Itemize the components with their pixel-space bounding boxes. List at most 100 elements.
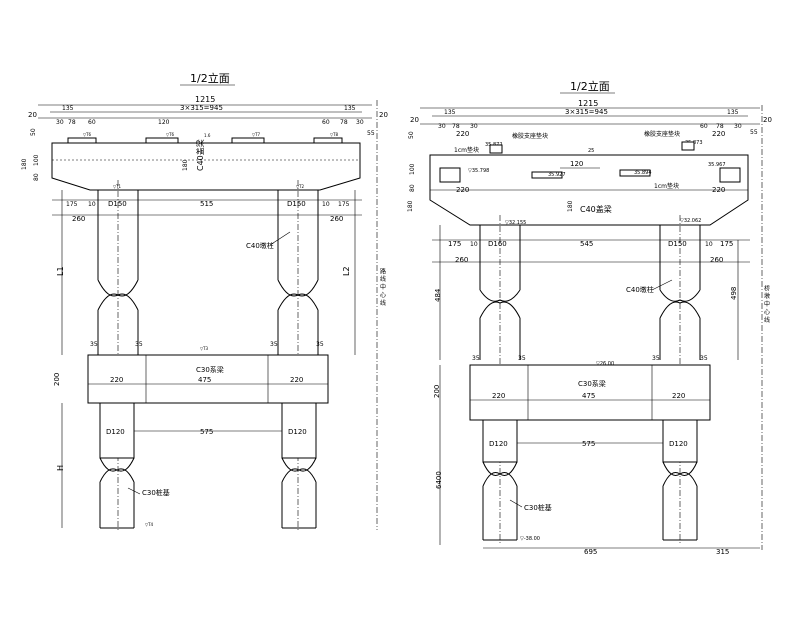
right-column-label: C40墩柱 bbox=[626, 285, 654, 294]
right-dim-260-l: 260 bbox=[455, 256, 468, 264]
right-dim-10-r: 10 bbox=[705, 241, 713, 248]
left-dim-200: 200 bbox=[53, 373, 61, 386]
right-col-d-l: D160 bbox=[488, 240, 507, 248]
right-elev-mid: 35.894 bbox=[634, 170, 652, 176]
right-dim-498: 498 bbox=[730, 287, 738, 300]
right-dim-180-mid: 180 bbox=[567, 200, 574, 212]
right-dim-50: 50 bbox=[408, 131, 415, 139]
left-pile-label: C30桩基 bbox=[142, 488, 170, 497]
left-elev-16: 1.6 bbox=[204, 133, 211, 138]
left-column-label: C40墩柱 bbox=[246, 241, 274, 250]
right-block-label: 1cm垫块 bbox=[454, 146, 479, 154]
left-elev-t6b: ▽T6 bbox=[166, 132, 175, 137]
left-dim-175: 175 bbox=[66, 201, 78, 208]
right-dim-10-l: 10 bbox=[470, 241, 478, 248]
right-center-note: 桥 墩 中 心 线 bbox=[763, 284, 770, 323]
left-dim-135-l: 135 bbox=[62, 105, 74, 112]
left-dim-180-mid: 180 bbox=[182, 159, 189, 171]
right-dim-120: 120 bbox=[570, 160, 583, 168]
right-dim-180: 180 bbox=[407, 200, 414, 212]
right-pile-label: C30桩基 bbox=[524, 503, 552, 512]
right-dim-20-l: 20 bbox=[410, 116, 419, 124]
right-elev-1: ▽35.798 bbox=[468, 168, 489, 174]
left-pile-h: H bbox=[56, 465, 65, 471]
left-dim-35-a: 35 bbox=[90, 341, 98, 348]
right-dim-484: 484 bbox=[434, 288, 442, 302]
right-dim-100: 100 bbox=[409, 163, 416, 175]
left-pile-d-r: D120 bbox=[288, 428, 307, 436]
right-pile-d-l: D120 bbox=[489, 440, 508, 448]
right-dim-35-c: 35 bbox=[652, 355, 660, 362]
right-anti-seismic-l: 橡胶支座垫块 bbox=[512, 132, 548, 140]
right-dim-30b-l: 30 bbox=[470, 123, 478, 130]
right-dim-220-top-l: 220 bbox=[456, 130, 469, 138]
left-dim-78-l: 78 bbox=[68, 119, 76, 126]
right-pile-d-r: D120 bbox=[669, 440, 688, 448]
left-dim-220-l: 220 bbox=[110, 376, 123, 384]
right-elev-cap-r: ▽32.062 bbox=[680, 218, 701, 224]
right-bottom-315: 315 bbox=[716, 548, 729, 556]
left-dim-50: 50 bbox=[30, 128, 37, 136]
left-elev-t7: ▽T7 bbox=[252, 132, 261, 137]
left-dim-10-r: 10 bbox=[322, 201, 330, 208]
left-pile-spacing: 575 bbox=[200, 428, 213, 436]
right-elev-tie: ▽26.00 bbox=[596, 361, 614, 367]
right-title: 1/2立面 bbox=[570, 79, 610, 93]
right-dim-135-r: 135 bbox=[727, 109, 739, 116]
right-dim-220-lower-l: 220 bbox=[456, 186, 469, 194]
left-dim-60-l: 60 bbox=[88, 119, 96, 126]
left-elev-t8: ▽T8 bbox=[330, 132, 339, 137]
right-dim-220-l: 220 bbox=[492, 392, 505, 400]
right-anti-seismic-r: 橡胶支座垫块 bbox=[644, 130, 680, 138]
left-bearing-spacing: 3×315=945 bbox=[180, 104, 223, 112]
left-pile-d-l: D120 bbox=[106, 428, 125, 436]
left-dim-55: 55 bbox=[367, 130, 375, 137]
right-bearing-spacing: 3×315=945 bbox=[565, 108, 608, 116]
left-dim-20-l: 20 bbox=[28, 111, 37, 119]
left-dim-260-r: 260 bbox=[330, 215, 343, 223]
right-pile-h: 6400 bbox=[435, 471, 443, 489]
right-elev-3: 35.967 bbox=[708, 162, 726, 168]
left-dim-35-c: 35 bbox=[270, 341, 278, 348]
left-dim-180: 180 bbox=[21, 158, 28, 170]
right-tie-beam-label: C30系梁 bbox=[578, 379, 606, 388]
left-tie-beam-label: C30系梁 bbox=[196, 365, 224, 374]
right-dim-260-r: 260 bbox=[710, 256, 723, 264]
left-dim-35-d: 35 bbox=[316, 341, 324, 348]
left-col-d-l: D150 bbox=[108, 200, 127, 208]
right-elev-bottom: ▽-38.00 bbox=[520, 536, 540, 542]
left-dim-260-l: 260 bbox=[72, 215, 85, 223]
right-dim-220-r: 220 bbox=[672, 392, 685, 400]
right-col-spacing: 545 bbox=[580, 240, 593, 248]
right-pile-spacing: 575 bbox=[582, 440, 595, 448]
left-l2: L2 bbox=[342, 266, 351, 276]
left-elev-t2: ▽T2 bbox=[296, 184, 305, 189]
right-dim-35-b: 35 bbox=[518, 355, 526, 362]
right-dim-55: 55 bbox=[750, 129, 758, 136]
right-dim-30-r: 30 bbox=[734, 123, 742, 130]
left-col-d-r: D150 bbox=[287, 200, 306, 208]
right-overall-width: 1215 bbox=[578, 99, 598, 108]
right-dim-20-r: 20 bbox=[763, 116, 772, 124]
left-elev-t3: ▽T3 bbox=[200, 346, 209, 351]
left-dim-78-r: 78 bbox=[340, 119, 348, 126]
right-block-label-2: 1cm垫块 bbox=[654, 182, 679, 190]
left-dim-100: 100 bbox=[33, 154, 40, 166]
left-tie-span: 475 bbox=[198, 376, 211, 384]
right-dim-200: 200 bbox=[433, 385, 441, 398]
left-elevation: 1/2立面 1215 3×315=945 20 20 135 135 30 78… bbox=[21, 71, 388, 530]
left-col-spacing: 515 bbox=[200, 200, 213, 208]
right-dim-78-r: 78 bbox=[716, 123, 724, 130]
right-tie-span: 475 bbox=[582, 392, 595, 400]
right-dim-30-l: 30 bbox=[438, 123, 446, 130]
right-dim-60-r: 60 bbox=[700, 123, 708, 130]
left-center-note: 路 线 中 心 线 bbox=[379, 267, 386, 306]
right-dim-78-l: 78 bbox=[452, 123, 460, 130]
right-dim-35-a: 35 bbox=[472, 355, 480, 362]
left-dim-135-r: 135 bbox=[344, 105, 356, 112]
left-overall-width: 1215 bbox=[195, 95, 215, 104]
right-col-d-r: D150 bbox=[668, 240, 687, 248]
right-bottom-695: 695 bbox=[584, 548, 597, 556]
left-dim-20-r: 20 bbox=[379, 111, 388, 119]
